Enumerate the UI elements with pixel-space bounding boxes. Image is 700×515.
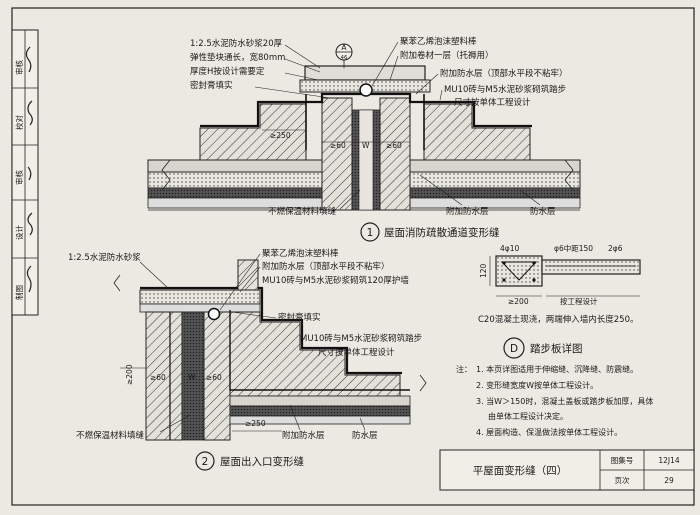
dd-rebar1: 4φ10 xyxy=(500,244,519,253)
d2-wall120-label: MU10砖与M5水泥砂浆砌筑120厚护墙 xyxy=(262,275,409,286)
notes-heading: 注： xyxy=(456,364,472,374)
d1-extra-membrane-label: 附加卷材一层（托褥用） xyxy=(400,50,494,61)
d1-dim-60a: ≥60 xyxy=(330,141,346,150)
d1-pad-label-2: 厚度H按设计需要定 xyxy=(190,66,265,77)
drawing-title: 平屋面变形缝（四） xyxy=(473,464,568,477)
detail-2-drawing xyxy=(113,259,427,441)
d1-extra-waterproof-b-label: 附加防水层 xyxy=(446,206,489,217)
d1-foam-label: 聚苯乙烯泡沫塑料棒 xyxy=(400,36,477,47)
d1-wall-label-1: MU10砖与M5水泥砂浆砌筑踏步 xyxy=(444,84,566,95)
signature-scribbles xyxy=(25,46,33,293)
d1-caption: 屋面消防疏散通道变形缝 xyxy=(384,226,500,239)
d2-caption: 屋面出入口变形缝 xyxy=(220,455,304,468)
atlas-label: 图集号 xyxy=(611,455,634,465)
left-title-strip: 制图 设计 审核 校对 审核 xyxy=(11,29,39,316)
d1-wall-label-2: 尺寸按单体工程设计 xyxy=(454,97,531,108)
dd-concrete-note: C20混凝土现浇，两端伸入墙内长度250。 xyxy=(478,314,638,325)
strip-label-3: 审核 xyxy=(14,170,24,185)
d1-dim-250: ≥250 xyxy=(270,131,291,140)
d2-wall-label-1: MU10砖与M5水泥砂浆砌筑踏步 xyxy=(300,333,422,344)
d1-dim-w: W xyxy=(362,141,370,150)
d2-extra-waterproof-label: 附加防水层（顶部水平段不粘牢） xyxy=(262,261,390,272)
atlas-no: 12J14 xyxy=(658,456,680,465)
d1-sealant-label: 密封膏填实 xyxy=(190,80,233,91)
strip-label-5: 审核 xyxy=(14,60,24,75)
d2-foam-label: 聚苯乙烯泡沫塑料棒 xyxy=(262,248,339,259)
d1-pad-label-1: 弹性垫块通长，宽80mm xyxy=(190,52,285,63)
d1-dim-60b: ≥60 xyxy=(386,141,402,150)
dd-rebar3: 2φ6 xyxy=(608,244,623,253)
d2-dim-200: ≥200 xyxy=(125,364,134,385)
note-3: 3. 当W＞150时，混凝土盖板或踏步板加厚，具体 xyxy=(476,396,653,406)
d2-dim-250: ≥250 xyxy=(245,419,266,428)
d2-number: 2 xyxy=(202,456,209,468)
detail-d-caption: D 踏步板详图 xyxy=(503,337,583,359)
dd-width-note: 按工程设计 xyxy=(560,296,598,306)
d1-extra-waterproof-label: 附加防水层（顶部水平段不粘牢） xyxy=(440,68,568,79)
detail-2-caption: 2 屋面出入口变形缝 xyxy=(195,451,304,471)
note-3-cont: 由单体工程设计决定。 xyxy=(488,411,568,421)
dd-number: D xyxy=(510,343,518,355)
d2-wall-label-2: 尺寸按单体工程设计 xyxy=(318,347,395,358)
title-block: 平屋面变形缝（四） 图集号 12J14 页次 29 xyxy=(439,449,695,491)
d2-dim-60b: ≥60 xyxy=(206,373,222,382)
d2-dim-60a: ≥60 xyxy=(150,373,166,382)
detail-1-caption: 1 屋面消防疏散通道变形缝 xyxy=(360,222,500,242)
page-no: 29 xyxy=(664,476,674,485)
d2-foam-rod xyxy=(207,307,221,321)
d1-waterproof-label: 防水层 xyxy=(530,206,556,217)
detail-1-drawing xyxy=(147,65,581,211)
d2-dim-w: W xyxy=(188,373,196,382)
strip-label-2: 设计 xyxy=(14,225,24,240)
d1-mortar-label: 1:2.5水泥防水砂浆20厚 xyxy=(190,38,283,49)
callout-top: A xyxy=(341,43,347,52)
note-1: 1. 本页详图适用于伸缩缝、沉降缝、防震缝。 xyxy=(476,364,638,374)
d2-filler-label: 不燃保温材料填缝 xyxy=(76,430,145,441)
page-label: 页次 xyxy=(615,475,630,485)
d2-mortar-label: 1:2.5水泥防水砂浆 xyxy=(68,252,141,263)
d2-sealant-label: 密封膏填实 xyxy=(278,312,321,323)
detail-1-callout: A 46 xyxy=(335,43,353,68)
strip-label-1: 制图 xyxy=(14,285,24,300)
dd-rebar2: φ6中距150 xyxy=(554,243,593,253)
d1-filler-label: 不燃保温材料填缝 xyxy=(268,206,337,217)
notes-block: 注： 1. 本页详图适用于伸缩缝、沉降缝、防震缝。 2. 变形缝宽度W按单体工程… xyxy=(456,364,653,437)
strip-label-4: 校对 xyxy=(14,115,24,130)
detail-2-labels: 1:2.5水泥防水砂浆 聚苯乙烯泡沫塑料棒 附加防水层（顶部水平段不粘牢） MU… xyxy=(68,248,422,441)
d2-extra-waterproof-b-label: 附加防水层 xyxy=(282,430,325,441)
foam-rod xyxy=(359,83,373,97)
detail-d-drawing xyxy=(489,255,641,297)
callout-bottom: 46 xyxy=(341,55,348,61)
note-2: 2. 变形缝宽度W按单体工程设计。 xyxy=(476,380,598,390)
dd-d200: ≥200 xyxy=(508,297,529,306)
d2-waterproof-label: 防水层 xyxy=(352,430,378,441)
dd-h120: 120 xyxy=(479,263,488,278)
detail-1-labels: 1:2.5水泥防水砂浆20厚 弹性垫块通长，宽80mm 厚度H按设计需要定 密封… xyxy=(190,36,568,217)
detail-d-labels: 4φ10 φ6中距150 2φ6 120 ≥200 按工程设计 C20混凝土现浇… xyxy=(478,243,638,325)
d1-number: 1 xyxy=(367,227,374,239)
note-4: 4. 屋面构造、保温做法按单体工程设计。 xyxy=(476,427,622,437)
dd-caption: 踏步板详图 xyxy=(530,342,583,355)
